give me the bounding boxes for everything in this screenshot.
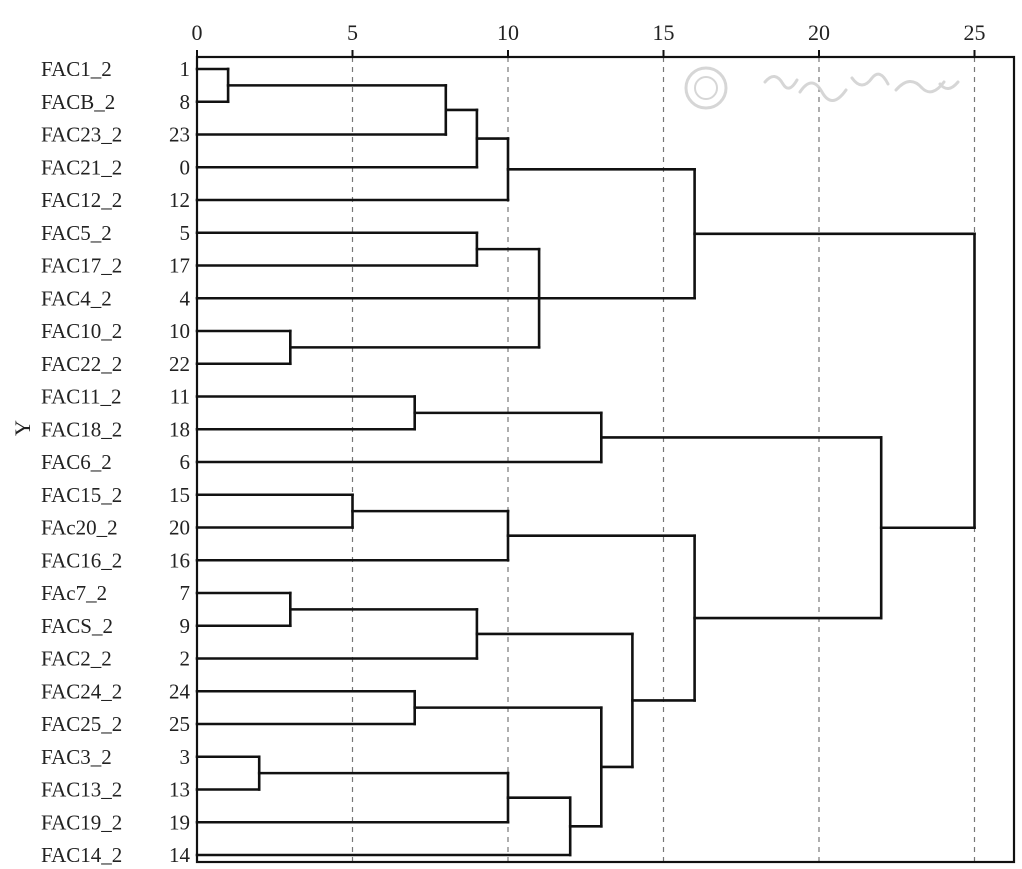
row-label-number: 22 <box>169 352 190 376</box>
x-tick-label: 15 <box>653 20 675 45</box>
row-label-name: FAC12_2 <box>41 188 122 212</box>
row-label-number: 11 <box>170 385 190 409</box>
x-tick-label: 0 <box>192 20 203 45</box>
ticks-layer: 0 5 10 15 20 25 <box>192 20 986 57</box>
row-label-name: FAC22_2 <box>41 352 122 376</box>
row-label-number: 24 <box>169 679 191 703</box>
row-label-name: FAC3_2 <box>41 745 112 769</box>
row-label-name: FAC19_2 <box>41 810 122 834</box>
row-label-name: FACS_2 <box>41 614 113 638</box>
row-label-number: 19 <box>169 810 190 834</box>
row-label-number: 15 <box>169 483 190 507</box>
row-label-name: FAC10_2 <box>41 319 122 343</box>
y-axis-label: Y <box>10 420 35 436</box>
row-label-name: FAC13_2 <box>41 778 122 802</box>
row-label-name: FAc7_2 <box>41 581 107 605</box>
row-label-number: 12 <box>169 188 190 212</box>
row-label-name: FAC2_2 <box>41 647 112 671</box>
row-label-name: FAC6_2 <box>41 450 112 474</box>
row-label-number: 17 <box>169 254 190 278</box>
row-label-number: 10 <box>169 319 190 343</box>
row-label-name: FAC15_2 <box>41 483 122 507</box>
row-label-number: 23 <box>169 123 190 147</box>
row-label-number: 0 <box>180 155 191 179</box>
x-tick-label: 10 <box>497 20 519 45</box>
row-label-name: FAC5_2 <box>41 221 112 245</box>
row-label-name: FAC16_2 <box>41 548 122 572</box>
row-label-name: FAC11_2 <box>41 385 122 409</box>
row-label-number: 25 <box>169 712 190 736</box>
row-label-name: FAc20_2 <box>41 516 118 540</box>
row-label-number: 7 <box>180 581 191 605</box>
row-label-name: FACB_2 <box>41 90 115 114</box>
watermark-seal-inner-icon <box>694 76 718 100</box>
row-label-number: 5 <box>180 221 191 245</box>
row-label-number: 13 <box>169 778 190 802</box>
row-label-number: 4 <box>180 286 191 310</box>
links-layer <box>195 67 976 857</box>
row-label-number: 9 <box>180 614 191 638</box>
row-label-number: 8 <box>180 90 191 114</box>
x-tick-label: 20 <box>808 20 830 45</box>
row-label-name: FAC21_2 <box>41 155 122 179</box>
watermark-seal-icon <box>684 66 728 110</box>
row-label-name: FAC24_2 <box>41 679 122 703</box>
row-label-name: FAC1_2 <box>41 57 112 81</box>
row-label-number: 6 <box>180 450 191 474</box>
watermark-script-icon <box>763 72 960 102</box>
x-tick-label: 5 <box>347 20 358 45</box>
row-label-number: 2 <box>180 647 191 671</box>
row-label-name: FAC14_2 <box>41 843 122 867</box>
row-label-number: 18 <box>169 417 190 441</box>
watermark-logo <box>684 66 960 110</box>
x-tick-label: 25 <box>964 20 986 45</box>
row-label-name: FAC23_2 <box>41 123 122 147</box>
row-label-number: 3 <box>180 745 191 769</box>
plot-frame <box>195 55 1016 864</box>
row-label-name: FAC17_2 <box>41 254 122 278</box>
row-label-name: FAC25_2 <box>41 712 122 736</box>
row-label-number: 1 <box>180 57 191 81</box>
row-label-name: FAC4_2 <box>41 286 112 310</box>
row-label-name: FAC18_2 <box>41 417 122 441</box>
row-label-number: 14 <box>169 843 191 867</box>
row-label-number: 16 <box>169 548 190 572</box>
row-label-number: 20 <box>169 516 190 540</box>
